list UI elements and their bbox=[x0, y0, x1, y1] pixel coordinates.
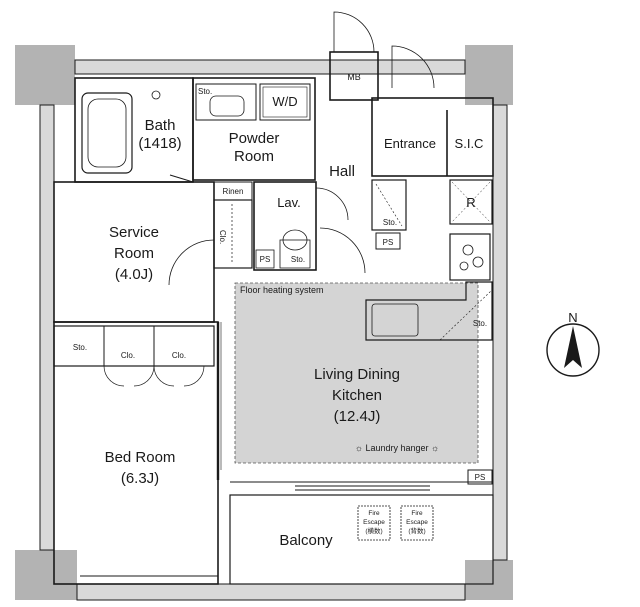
bed-closet-door-2 bbox=[153, 365, 205, 387]
pillar-top-right bbox=[465, 45, 513, 105]
burner-3 bbox=[459, 261, 469, 271]
ps-entrance-label: PS bbox=[383, 238, 394, 247]
kitchen-sink bbox=[371, 303, 419, 337]
sto-bed-label: Sto. bbox=[73, 343, 87, 352]
wall-bottom bbox=[76, 583, 466, 601]
balcony-ps bbox=[467, 469, 493, 485]
burner-2 bbox=[472, 256, 484, 268]
clo-service-label: Clo. bbox=[218, 230, 227, 244]
entrance-label: Entrance bbox=[384, 136, 436, 151]
room-labels: Bath (1418) Powder Room W/D Sto. MB Entr… bbox=[73, 72, 487, 549]
rinen-shelf bbox=[213, 181, 253, 201]
hall-door-swing bbox=[319, 227, 366, 274]
fire-escape-2-line3: (背数) bbox=[408, 526, 425, 535]
sto-kitchen-label: Sto. bbox=[473, 319, 487, 328]
sto-lav-label: Sto. bbox=[291, 255, 305, 264]
wall-right bbox=[492, 104, 508, 561]
fire-escape-2-line2: Escape bbox=[406, 519, 428, 526]
service-room-size: (4.0J) bbox=[115, 266, 153, 283]
lav-ps bbox=[255, 249, 275, 269]
bed-room-size: (6.3J) bbox=[121, 470, 159, 487]
rinen-label: Rinen bbox=[223, 187, 244, 196]
powder-room-line1: Powder bbox=[229, 130, 280, 147]
ldk-line1: Living Dining bbox=[314, 366, 400, 383]
fire-escape-hatch-1 bbox=[357, 505, 391, 541]
fire-escape-1-line3: (横数) bbox=[365, 526, 382, 535]
wall-top bbox=[74, 59, 466, 75]
sto-entrance-label: Sto. bbox=[383, 218, 397, 227]
lav-walls bbox=[253, 181, 317, 271]
hall-label: Hall bbox=[329, 163, 355, 180]
compass-label: N bbox=[568, 310, 577, 325]
fire-escape-1-line2: Escape bbox=[363, 519, 385, 526]
sink-counter bbox=[195, 83, 257, 121]
lav-toilet-base bbox=[279, 239, 311, 269]
entrance-door-swing bbox=[391, 45, 435, 89]
exterior-walls bbox=[39, 59, 508, 601]
stove bbox=[449, 233, 491, 281]
service-door-swing bbox=[168, 239, 215, 286]
clo-bed-2-label: Clo. bbox=[172, 351, 186, 360]
compass-ring bbox=[546, 323, 600, 377]
compass-arrow-icon bbox=[564, 326, 582, 368]
pillars bbox=[15, 45, 513, 600]
ldk-line2: Kitchen bbox=[332, 387, 382, 404]
pillar-bottom-left bbox=[15, 550, 77, 600]
bathtub-outer bbox=[81, 92, 133, 174]
ps-lav-label: PS bbox=[260, 255, 271, 264]
fridge-cross-1 bbox=[451, 181, 491, 223]
kitchen-counter bbox=[365, 281, 493, 341]
entrance-storage-door bbox=[375, 183, 403, 227]
bath-name: Bath bbox=[145, 117, 176, 134]
bed-closet-door-1 bbox=[103, 365, 155, 387]
wd-inner bbox=[262, 86, 308, 118]
floor-heating-label: Floor heating system bbox=[240, 285, 324, 295]
fridge-space bbox=[449, 179, 493, 225]
clo-bed-1-label: Clo. bbox=[121, 351, 135, 360]
floor-heating-area bbox=[234, 282, 479, 464]
ps-balcony-label: PS bbox=[475, 473, 486, 482]
mb-closet bbox=[329, 51, 379, 101]
entrance-ps bbox=[375, 232, 401, 250]
wall-left bbox=[39, 104, 55, 551]
bed-room-name: Bed Room bbox=[105, 449, 176, 466]
mb-label: MB bbox=[347, 72, 361, 82]
lav-label: Lav. bbox=[277, 195, 301, 210]
balcony-label: Balcony bbox=[279, 532, 333, 549]
sto-top-label: Sto. bbox=[198, 87, 212, 96]
sic-label: S.I.C bbox=[455, 136, 484, 151]
fridge-cross-2 bbox=[451, 181, 491, 223]
powder-room-line2: Room bbox=[234, 148, 274, 165]
mb-door-swing bbox=[333, 11, 375, 53]
wd-space bbox=[259, 83, 311, 121]
shower-head bbox=[151, 90, 161, 100]
lav-toilet bbox=[282, 229, 308, 251]
fire-escape-1-line1: Fire bbox=[368, 510, 380, 517]
burner-1 bbox=[462, 244, 474, 256]
service-room-line2: Room bbox=[114, 245, 154, 262]
laundry-hanger-label: ☼ Laundry hanger ☼ bbox=[355, 443, 440, 453]
kitchen-storage-diagonal bbox=[439, 289, 493, 341]
pillar-bottom-right bbox=[465, 560, 513, 600]
wd-label: W/D bbox=[272, 94, 297, 109]
lav-door-swing bbox=[315, 187, 349, 221]
bath-door bbox=[169, 174, 194, 183]
interior-walls bbox=[53, 11, 494, 585]
bathtub-inner bbox=[87, 98, 127, 168]
fire-escape-2-line1: Fire bbox=[411, 510, 423, 517]
balcony-outline bbox=[229, 494, 494, 585]
fire-escape-hatch-2 bbox=[400, 505, 434, 541]
ldk-size: (12.4J) bbox=[334, 408, 381, 425]
powder-room-walls bbox=[192, 77, 316, 181]
pillar-top-left bbox=[15, 45, 75, 105]
sink-bowl bbox=[209, 95, 245, 117]
bath-size: (1418) bbox=[138, 135, 181, 152]
entrance-storage bbox=[371, 179, 407, 231]
compass: N bbox=[546, 310, 600, 377]
service-room-line1: Service bbox=[109, 224, 159, 241]
fridge-label: R bbox=[466, 195, 475, 210]
